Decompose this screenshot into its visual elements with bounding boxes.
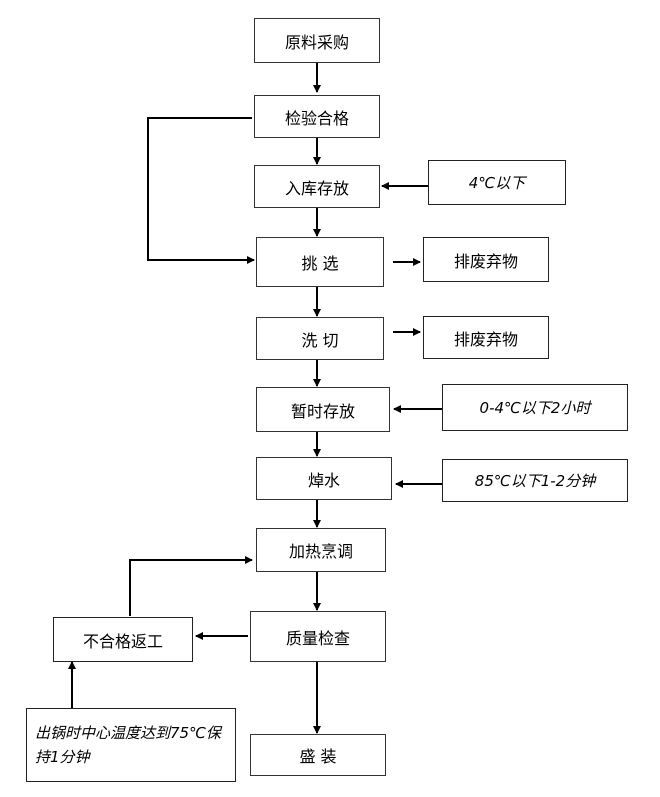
step-packing: 盛 装 [250,734,386,776]
step-inspection-pass: 检验合格 [254,95,380,138]
step-procurement: 原料采购 [254,18,380,63]
note-blanch-cond: 85℃以下1-2分钟 [442,459,628,502]
step-storage: 入库存放 [254,165,380,208]
arrow-inspection-bypass-to-sorting [147,117,255,264]
arrow-rework-to-heating [129,556,253,616]
discard-box-2: 排废弃物 [423,316,549,359]
step-sorting: 挑 选 [256,237,384,287]
step-blanching: 焯水 [256,457,392,500]
step-wash-cut: 洗 切 [256,317,384,360]
step-temp-storage: 暂时存放 [256,387,390,432]
note-temp-storage-cond: 0-4℃以下2小时 [442,384,628,431]
note-core-temp: 出锅时中心温度达到75℃保持1分钟 [26,708,236,782]
step-heat-season: 加热烹调 [256,528,386,572]
step-quality-check: 质量检查 [250,611,386,662]
note-storage-temp: 4℃以下 [428,160,566,205]
rework-box: 不合格返工 [53,617,193,662]
discard-box-1: 排废弃物 [423,237,549,282]
